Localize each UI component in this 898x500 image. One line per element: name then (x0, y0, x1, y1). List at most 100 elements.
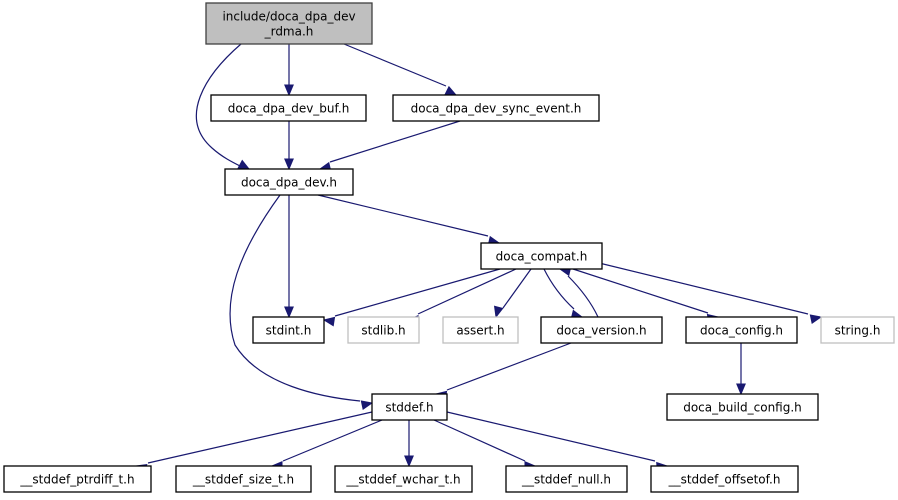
node-label: string.h (835, 324, 881, 338)
node-label: __stddef_wchar_t.h (345, 473, 460, 487)
node-label: doca_dpa_dev.h (241, 176, 337, 190)
arrowhead-icon (360, 400, 374, 411)
node-label: __stddef_size_t.h (192, 473, 294, 487)
edge-line (502, 268, 532, 309)
edge-sync-to-dev (318, 120, 461, 172)
node-label: __stddef_null.h (521, 473, 611, 487)
node-config[interactable]: doca_config.h (685, 316, 798, 344)
node-label: doca_dpa_dev_buf.h (228, 102, 350, 116)
node-build[interactable]: doca_build_config.h (666, 393, 819, 421)
node-stddef[interactable]: stddef.h (371, 393, 448, 421)
node-root[interactable]: include/doca_dpa_dev_rdma.h (205, 2, 373, 45)
edge-dev-to-stddef (229, 194, 374, 411)
node-label: _rdma.h (264, 25, 314, 39)
edge-stddef-to-wchar (404, 420, 414, 468)
node-box (666, 393, 819, 421)
edge-compat-to-config (572, 268, 720, 324)
edge-line (329, 120, 461, 163)
node-label: doca_dpa_dev_sync_event.h (411, 102, 582, 116)
edge-dev-to-stdint (284, 195, 294, 319)
edge-version-to-stddef (434, 342, 572, 401)
edge-line (417, 268, 517, 315)
edge-stddef-to-null (433, 419, 537, 471)
node-label: doca_build_config.h (683, 401, 802, 415)
node-box (392, 94, 600, 122)
node-size[interactable]: __stddef_size_t.h (175, 465, 312, 493)
arrowhead-icon (322, 316, 336, 327)
node-box (175, 465, 312, 493)
edge-root-to-buf (284, 44, 294, 97)
node-version[interactable]: doca_version.h (540, 316, 663, 344)
node-stdint[interactable]: stdint.h (252, 316, 325, 344)
node-label: stdlib.h (361, 324, 405, 338)
node-wchar[interactable]: __stddef_wchar_t.h (334, 465, 473, 493)
node-label: include/doca_dpa_dev (222, 10, 355, 24)
arrowhead-icon (237, 159, 251, 170)
node-ptrdiff[interactable]: __stddef_ptrdiff_t.h (3, 465, 152, 493)
edge-line (572, 268, 709, 314)
node-offsetof[interactable]: __stddef_offsetof.h (650, 465, 799, 493)
node-buf[interactable]: doca_dpa_dev_buf.h (210, 94, 367, 122)
node-box (3, 465, 152, 493)
node-box (252, 316, 325, 344)
edge-line (282, 419, 383, 462)
edge-line (343, 43, 447, 87)
edge-compat-to-string (594, 261, 823, 325)
node-box (205, 2, 373, 45)
arrowhead-icon (736, 383, 746, 396)
edge-line (195, 43, 243, 168)
edge-stddef-to-offsetof (446, 411, 669, 472)
edge-root-to-sync (343, 43, 458, 96)
edge-line (433, 419, 526, 462)
node-box (224, 168, 354, 196)
node-string: string.h (820, 316, 895, 344)
edge-compat-to-stdint (322, 268, 501, 327)
arrowhead-icon (444, 85, 458, 96)
node-label: assert.h (456, 324, 504, 338)
edge-line (147, 411, 373, 464)
edge-line (229, 194, 361, 402)
edge-stddef-to-size (270, 419, 383, 471)
node-stdlib: stdlib.h (347, 316, 420, 344)
node-label: __stddef_ptrdiff_t.h (19, 473, 134, 487)
edge-line (446, 342, 572, 391)
arrowhead-icon (404, 455, 414, 468)
node-assert: assert.h (442, 316, 519, 344)
node-compat[interactable]: doca_compat.h (480, 242, 603, 270)
node-label: stddef.h (385, 401, 433, 415)
node-dev[interactable]: doca_dpa_dev.h (224, 168, 354, 196)
edge-line (446, 411, 656, 462)
node-box (820, 316, 895, 344)
edge-compat-to-stdlib (406, 268, 517, 325)
edge-version-to-compat (558, 266, 599, 318)
arrowhead-icon (284, 306, 294, 319)
node-null[interactable]: __stddef_null.h (505, 465, 628, 493)
edge-line (567, 275, 599, 318)
node-box (371, 393, 448, 421)
edge-stddef-to-ptrdiff (134, 411, 373, 474)
node-box (442, 316, 519, 344)
edge-compat-to-version (543, 268, 584, 320)
node-box (480, 242, 603, 270)
edge-compat-to-assert (493, 268, 532, 319)
node-box (540, 316, 663, 344)
arrowhead-icon (284, 158, 294, 171)
node-label: __stddef_offsetof.h (668, 473, 781, 487)
edge-dev-to-compat (317, 194, 501, 246)
node-box (334, 465, 473, 493)
node-box (210, 94, 367, 122)
nodes-layer: include/doca_dpa_dev_rdma.h doca_dpa_dev_… (3, 2, 895, 493)
arrowhead-icon (493, 305, 504, 319)
edge-config-to-build (736, 343, 746, 396)
node-sync[interactable]: doca_dpa_dev_sync_event.h (392, 94, 600, 122)
node-label: doca_version.h (556, 324, 646, 338)
edge-line (543, 268, 575, 310)
arrowhead-icon (284, 84, 294, 97)
node-label: doca_config.h (700, 324, 783, 338)
node-label: stdint.h (266, 324, 312, 338)
node-box (347, 316, 420, 344)
arrowhead-icon (809, 314, 823, 325)
node-box (505, 465, 628, 493)
node-box (650, 465, 799, 493)
